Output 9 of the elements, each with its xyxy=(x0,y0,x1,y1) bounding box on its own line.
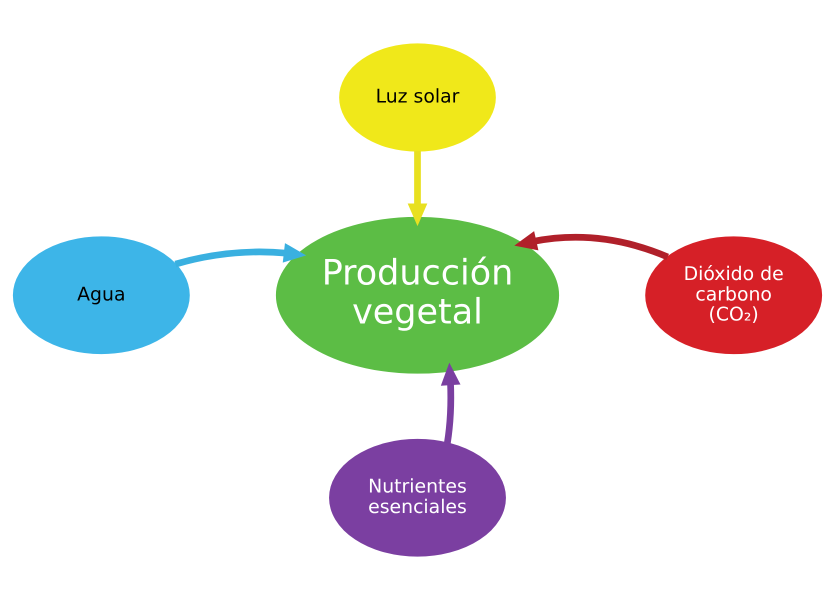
node-ellipse: Nutrientes esenciales xyxy=(329,438,506,556)
arrow xyxy=(408,150,428,226)
arrow xyxy=(440,362,460,444)
node-ellipse: Producción vegetal xyxy=(276,216,560,374)
node-ellipse: Dióxido de carbono (CO₂) xyxy=(645,236,822,354)
node-ellipse: Agua xyxy=(12,236,190,354)
node-ellipse: Luz solar xyxy=(339,42,496,152)
arrow xyxy=(174,242,306,267)
arrow xyxy=(514,230,669,260)
